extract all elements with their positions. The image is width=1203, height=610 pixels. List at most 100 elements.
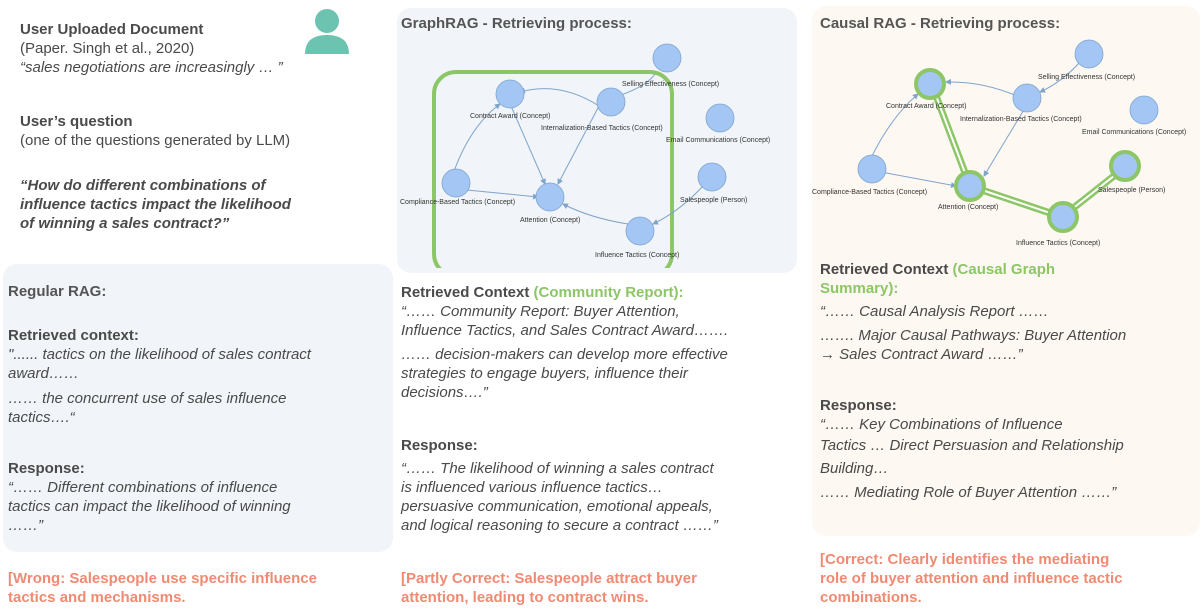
causal-response-line-3: Building…: [820, 460, 889, 477]
edge-contract-attention: [510, 105, 546, 185]
causal-context-title: Retrieved Context: [820, 261, 953, 278]
node-contract-award: [914, 68, 946, 100]
label-salespeople: Salespeople (Person): [680, 197, 747, 204]
graphrag-context-line-4: strategies to engage buyers, influence t…: [401, 365, 688, 382]
node-salespeople: [697, 162, 727, 192]
graphrag-response-line-4: and logical reasoning to secure a contra…: [401, 517, 718, 534]
causal-response-line-1: “…… Key Combinations of Influence: [820, 416, 1063, 433]
causal-response-line-4: …… Mediating Role of Buyer Attention ……”: [820, 484, 1117, 501]
graphrag-context-line-5: decisions….”: [401, 384, 488, 401]
question-line-3: of winning a sales contract?”: [20, 215, 230, 232]
edge-sales-influence: [652, 185, 704, 225]
label-contract: Contract Award (Concept): [470, 113, 550, 120]
upload-source: (Paper. Singh et al., 2020): [20, 40, 195, 57]
label-selling: Selling Effectiveness (Concept): [622, 81, 719, 88]
graphrag-verdict-line-1: [Partly Correct: Salespeople attract buy…: [401, 570, 697, 587]
node-attention: [535, 182, 565, 212]
causal-context-line-1: “…… Causal Analysis Report ……: [820, 303, 1049, 320]
causal-context-line-2: ……. Major Causal Pathways: Buyer Attenti…: [820, 327, 1127, 344]
edge-internal-attention: [983, 107, 1026, 177]
causal-graph: Selling Effectiveness (Concept) Contract…: [812, 36, 1203, 252]
node-selling-effectiveness: [652, 43, 682, 73]
regular-response-title: Response:: [8, 460, 85, 477]
edge-internal-contract: [519, 87, 600, 107]
regular-context-line-2: award……: [8, 365, 79, 382]
graphrag-context-line-3: …… decision-makers can develop more effe…: [401, 346, 728, 363]
label-compliance: Compliance-Based Tactics (Concept): [400, 199, 515, 206]
node-internalization-tactics: [596, 87, 626, 117]
causal-context-heading: Retrieved Context (Causal Graph: [820, 260, 1055, 279]
edge-compliance-attention: [880, 171, 957, 189]
graphrag-response-title: Response:: [401, 437, 478, 454]
causal-response-title: Response:: [820, 397, 897, 414]
question-line-1: “How do different combinations of: [20, 177, 266, 194]
graphrag-context-heading: Retrieved Context (Community Report):: [401, 283, 684, 302]
upload-title: User Uploaded Document: [20, 21, 204, 38]
causal-panel: [812, 6, 1200, 536]
causal-verdict-line-1: [Correct: Clearly identifies the mediati…: [820, 551, 1110, 568]
node-selling-effectiveness: [1074, 39, 1104, 69]
graphrag-verdict-line-2: attention, leading to contract wins.: [401, 589, 649, 606]
label-internal: Internalization-Based Tactics (Concept): [960, 116, 1082, 123]
graphrag-context-line-2: Influence Tactics, and Sales Contract Aw…: [401, 322, 729, 339]
node-internalization-tactics: [1012, 83, 1042, 113]
label-contract: Contract Award (Concept): [886, 103, 966, 110]
causal-response-line-2: Tactics … Direct Persuasion and Relation…: [820, 437, 1124, 454]
label-influence: Influence Tactics (Concept): [1016, 240, 1100, 247]
graphrag-context-type: (Community Report):: [533, 284, 684, 301]
upload-quote: “sales negotiations are increasingly … ”: [20, 59, 283, 76]
node-influence-tactics: [625, 216, 655, 246]
regular-response-line-2: tactics can impact the likelihood of win…: [8, 498, 291, 515]
regular-rag-panel: [3, 264, 393, 552]
node-email-communications: [705, 103, 735, 133]
regular-verdict-line-2: tactics and mechanisms.: [8, 589, 186, 606]
graphrag-panel: [397, 8, 797, 273]
label-salespeople: Salespeople (Person): [1098, 187, 1165, 194]
edge-compliance-attention: [466, 189, 539, 200]
edge-influence-attention: [562, 203, 629, 225]
node-email-communications: [1129, 95, 1159, 125]
label-email: Email Communications (Concept): [1082, 129, 1186, 136]
regular-rag-heading: Regular RAG:: [8, 283, 107, 300]
label-email: Email Communications (Concept): [666, 137, 770, 144]
causal-verdict-line-3: combinations.: [820, 589, 922, 606]
regular-response-line-3: ……”: [8, 517, 43, 534]
user-avatar-icon: [303, 8, 351, 54]
node-attention: [954, 170, 986, 202]
label-selling: Selling Effectiveness (Concept): [1038, 74, 1135, 81]
graphrag-context-title: Retrieved Context: [401, 284, 534, 301]
regular-context-line-4: tactics….“: [8, 409, 75, 426]
graphrag-context-line-1: “…… Community Report: Buyer Attention,: [401, 303, 680, 320]
graphrag-response-line-2: is influenced various influence tactics…: [401, 479, 663, 496]
question-line-2: influence tactics impact the likelihood: [20, 196, 291, 213]
edge-internal-contract: [945, 78, 1018, 97]
regular-verdict-line-1: [Wrong: Salespeople use specific influen…: [8, 570, 317, 587]
node-salespeople: [1109, 150, 1141, 182]
node-influence-tactics: [1047, 201, 1079, 233]
label-influence: Influence Tactics (Concept): [595, 252, 679, 259]
label-compliance: Compliance-Based Tactics (Concept): [812, 189, 927, 196]
regular-context-line-1: "...... tactics on the likelihood of sal…: [8, 346, 311, 363]
edge-compliance-contract: [452, 103, 501, 175]
causal-heading: Causal RAG - Retrieving process:: [820, 15, 1061, 32]
node-compliance-tactics: [441, 168, 471, 198]
label-internal: Internalization-Based Tactics (Concept): [541, 125, 663, 132]
graphrag-heading: GraphRAG - Retrieving process:: [401, 15, 632, 32]
regular-response-line-1: “…… Different combinations of influence: [8, 479, 278, 496]
edge-selling-internal: [1039, 61, 1081, 93]
graphrag-response-line-3: persuasive communication, emotional appe…: [401, 498, 713, 515]
question-note: (one of the questions generated by LLM): [20, 132, 291, 149]
regular-context-line-3: …… the concurrent use of sales influence: [8, 390, 287, 407]
causal-context-type-2: Summary):: [820, 280, 899, 297]
label-attention: Attention (Concept): [520, 217, 580, 224]
causal-context-type-1: (Causal Graph: [952, 261, 1056, 278]
causal-context-line-3: → Sales Contract Award ……”: [820, 346, 1023, 363]
causal-verdict-line-2: role of buyer attention and influence ta…: [820, 570, 1123, 587]
graphrag-graph: Selling Effectiveness (Concept) Contract…: [400, 36, 798, 278]
regular-context-title: Retrieved context:: [8, 327, 139, 344]
node-contract-award: [495, 79, 525, 109]
question-title: User’s question: [20, 113, 133, 130]
edge-internal-attention: [557, 105, 600, 185]
node-compliance-tactics: [857, 154, 887, 184]
graphrag-response-line-1: “…… The likelihood of winning a sales co…: [401, 460, 714, 477]
